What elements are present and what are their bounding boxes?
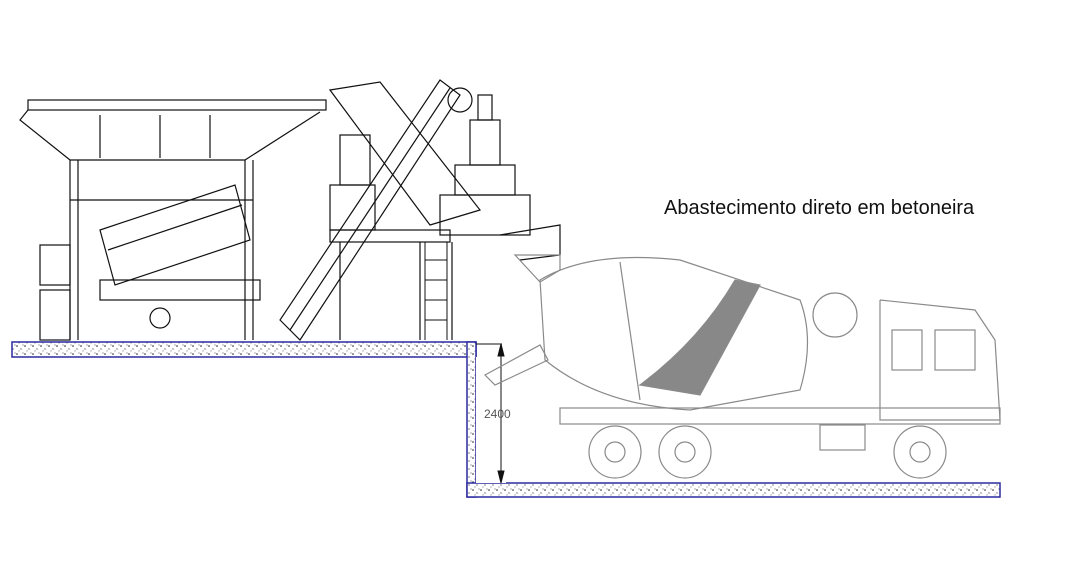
mixer-truck — [484, 254, 1001, 479]
mixer-tower — [329, 94, 561, 340]
ground-wall — [466, 341, 477, 498]
aggregate-bin — [19, 99, 327, 341]
wheels — [588, 425, 947, 479]
caption-text: Abastecimento direto em betoneira — [664, 197, 975, 219]
ground-slab-lower — [466, 357, 1001, 498]
dimension-label: 2400 — [484, 407, 511, 421]
ground-slab-upper — [11, 341, 477, 358]
skip-conveyor — [279, 79, 482, 341]
height-dimension — [476, 343, 505, 484]
mixer-drum — [539, 256, 809, 411]
ladder — [424, 242, 448, 340]
